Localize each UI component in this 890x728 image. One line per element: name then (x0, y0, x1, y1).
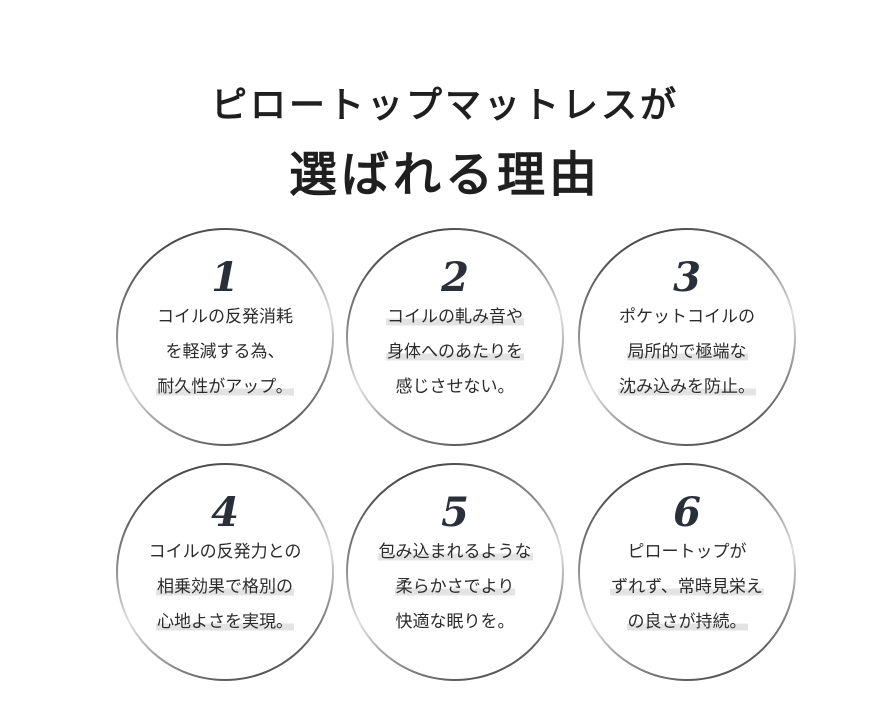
reason-line: 耐久性がアップ。 (118, 370, 332, 405)
reason-line-text: 沈み込みを防止。 (618, 377, 756, 397)
reason-circle-1: 1 コイルの反発消耗 を軽減する為、 耐久性がアップ。 (116, 228, 334, 446)
reason-line-text: 包み込まれるような (377, 542, 533, 562)
reason-line-text: 局所的で極端な (626, 342, 748, 362)
reason-line: 局所的で極端な (580, 335, 794, 370)
reason-line-text: の良さが持続。 (626, 612, 748, 632)
reason-line: 心地よさを実現。 (118, 605, 332, 640)
reason-number: 2 (441, 254, 469, 301)
reason-line-text: 相乗効果で格別の (156, 577, 294, 597)
reason-circle-2: 2 コイルの軋み音や 身体へのあたりを 感じさせない。 (346, 228, 564, 446)
reason-text: コイルの反発消耗 を軽減する為、 耐久性がアップ。 (118, 300, 332, 405)
reason-number: 6 (673, 489, 701, 536)
reason-line-text: 身体へのあたりを (386, 342, 524, 362)
reason-line-text: コイルの反発力との (148, 542, 302, 562)
reason-line-text: ずれず、常時見栄え (610, 577, 764, 597)
reason-text: ピロートップが ずれず、常時見栄え の良さが持続。 (580, 535, 794, 640)
reason-circle-3: 3 ポケットコイルの 局所的で極端な 沈み込みを防止。 (578, 228, 796, 446)
reason-line: コイルの反発力との (118, 535, 332, 570)
reason-line: ずれず、常時見栄え (580, 570, 794, 605)
reason-line-text: コイルの軋み音や (386, 307, 524, 327)
reason-line: ポケットコイルの (580, 300, 794, 335)
reason-line-text: コイルの反発消耗 (157, 307, 293, 327)
reason-line: 感じさせない。 (348, 370, 562, 405)
reason-line-text: 耐久性がアップ。 (156, 377, 294, 397)
reason-text: コイルの反発力との 相乗効果で格別の 心地よさを実現。 (118, 535, 332, 640)
reason-circle-5: 5 包み込まれるような 柔らかさでより 快適な眠りを。 (346, 463, 564, 681)
reason-line-text: 快適な眠りを。 (395, 612, 515, 632)
reason-text: 包み込まれるような 柔らかさでより 快適な眠りを。 (348, 535, 562, 640)
reason-line-text: 感じさせない。 (395, 377, 515, 397)
heading-line-2: 選ばれる理由 (288, 147, 601, 203)
reason-line-text: ポケットコイルの (619, 307, 755, 327)
heading: ピロートップマットレスが 選ばれる理由 (0, 78, 890, 210)
reason-text: コイルの軋み音や 身体へのあたりを 感じさせない。 (348, 300, 562, 405)
reason-line-text: ピロートップが (627, 542, 747, 562)
reason-number: 3 (673, 254, 701, 301)
reason-line-text: 心地よさを実現。 (156, 612, 294, 632)
heading-line-1: ピロートップマットレスが (210, 84, 679, 126)
reason-circle-4: 4 コイルの反発力との 相乗効果で格別の 心地よさを実現。 (116, 463, 334, 681)
reason-text: ポケットコイルの 局所的で極端な 沈み込みを防止。 (580, 300, 794, 405)
reason-number: 1 (211, 254, 239, 301)
reason-line: コイルの軋み音や (348, 300, 562, 335)
reason-line: 快適な眠りを。 (348, 605, 562, 640)
reason-line-text: 柔らかさでより (394, 577, 516, 597)
reason-line: 柔らかさでより (348, 570, 562, 605)
reason-circle-6: 6 ピロートップが ずれず、常時見栄え の良さが持続。 (578, 463, 796, 681)
reason-line-text: を軽減する為、 (165, 342, 285, 362)
reason-line: を軽減する為、 (118, 335, 332, 370)
reason-number: 4 (211, 489, 239, 536)
reason-line: ピロートップが (580, 535, 794, 570)
reason-line: 包み込まれるような (348, 535, 562, 570)
reason-line: 沈み込みを防止。 (580, 370, 794, 405)
reason-line: の良さが持続。 (580, 605, 794, 640)
reason-line: コイルの反発消耗 (118, 300, 332, 335)
reason-line: 相乗効果で格別の (118, 570, 332, 605)
reason-number: 5 (441, 489, 469, 536)
reason-line: 身体へのあたりを (348, 335, 562, 370)
